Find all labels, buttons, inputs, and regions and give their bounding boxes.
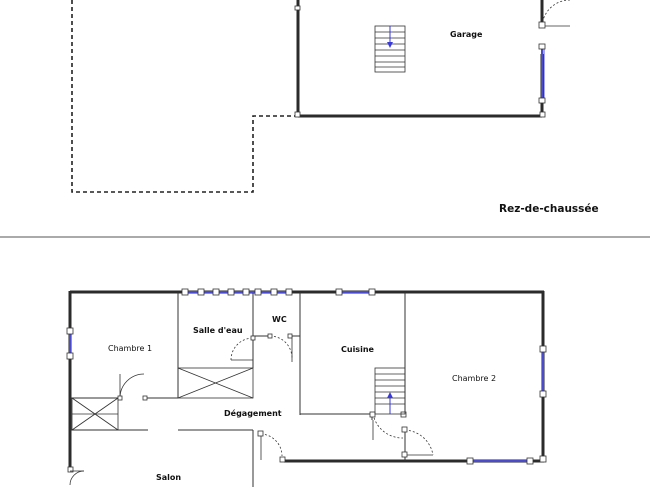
kitchen-staircase — [374, 367, 406, 415]
wall-marker — [539, 111, 546, 118]
garage-staircase — [374, 25, 406, 73]
label-salon: Salon — [156, 473, 181, 482]
label-wc: WC — [272, 315, 287, 324]
right-window — [539, 345, 547, 398]
level-title: Rez-de-chaussée — [499, 203, 599, 215]
label-cuisine: Cuisine — [341, 345, 375, 354]
label-degagement: Dégagement — [224, 408, 282, 418]
label-chambre-2: Chambre 2 — [452, 374, 496, 383]
garage-window — [538, 43, 546, 104]
label-salle-eau: Salle d'eau — [193, 326, 243, 335]
label-garage: Garage — [450, 30, 483, 39]
wall-marker — [294, 111, 301, 118]
storage-cabinets — [71, 367, 254, 431]
bottom-window — [67, 455, 547, 473]
dashed-outline — [71, 0, 297, 193]
garage-door-swing — [538, 0, 570, 29]
door-swings — [69, 333, 434, 486]
garage-walls — [296, 0, 544, 118]
left-window — [66, 327, 74, 360]
top-windows — [181, 288, 376, 296]
wall-marker — [294, 5, 301, 11]
label-chambre-1: Chambre 1 — [108, 344, 152, 353]
